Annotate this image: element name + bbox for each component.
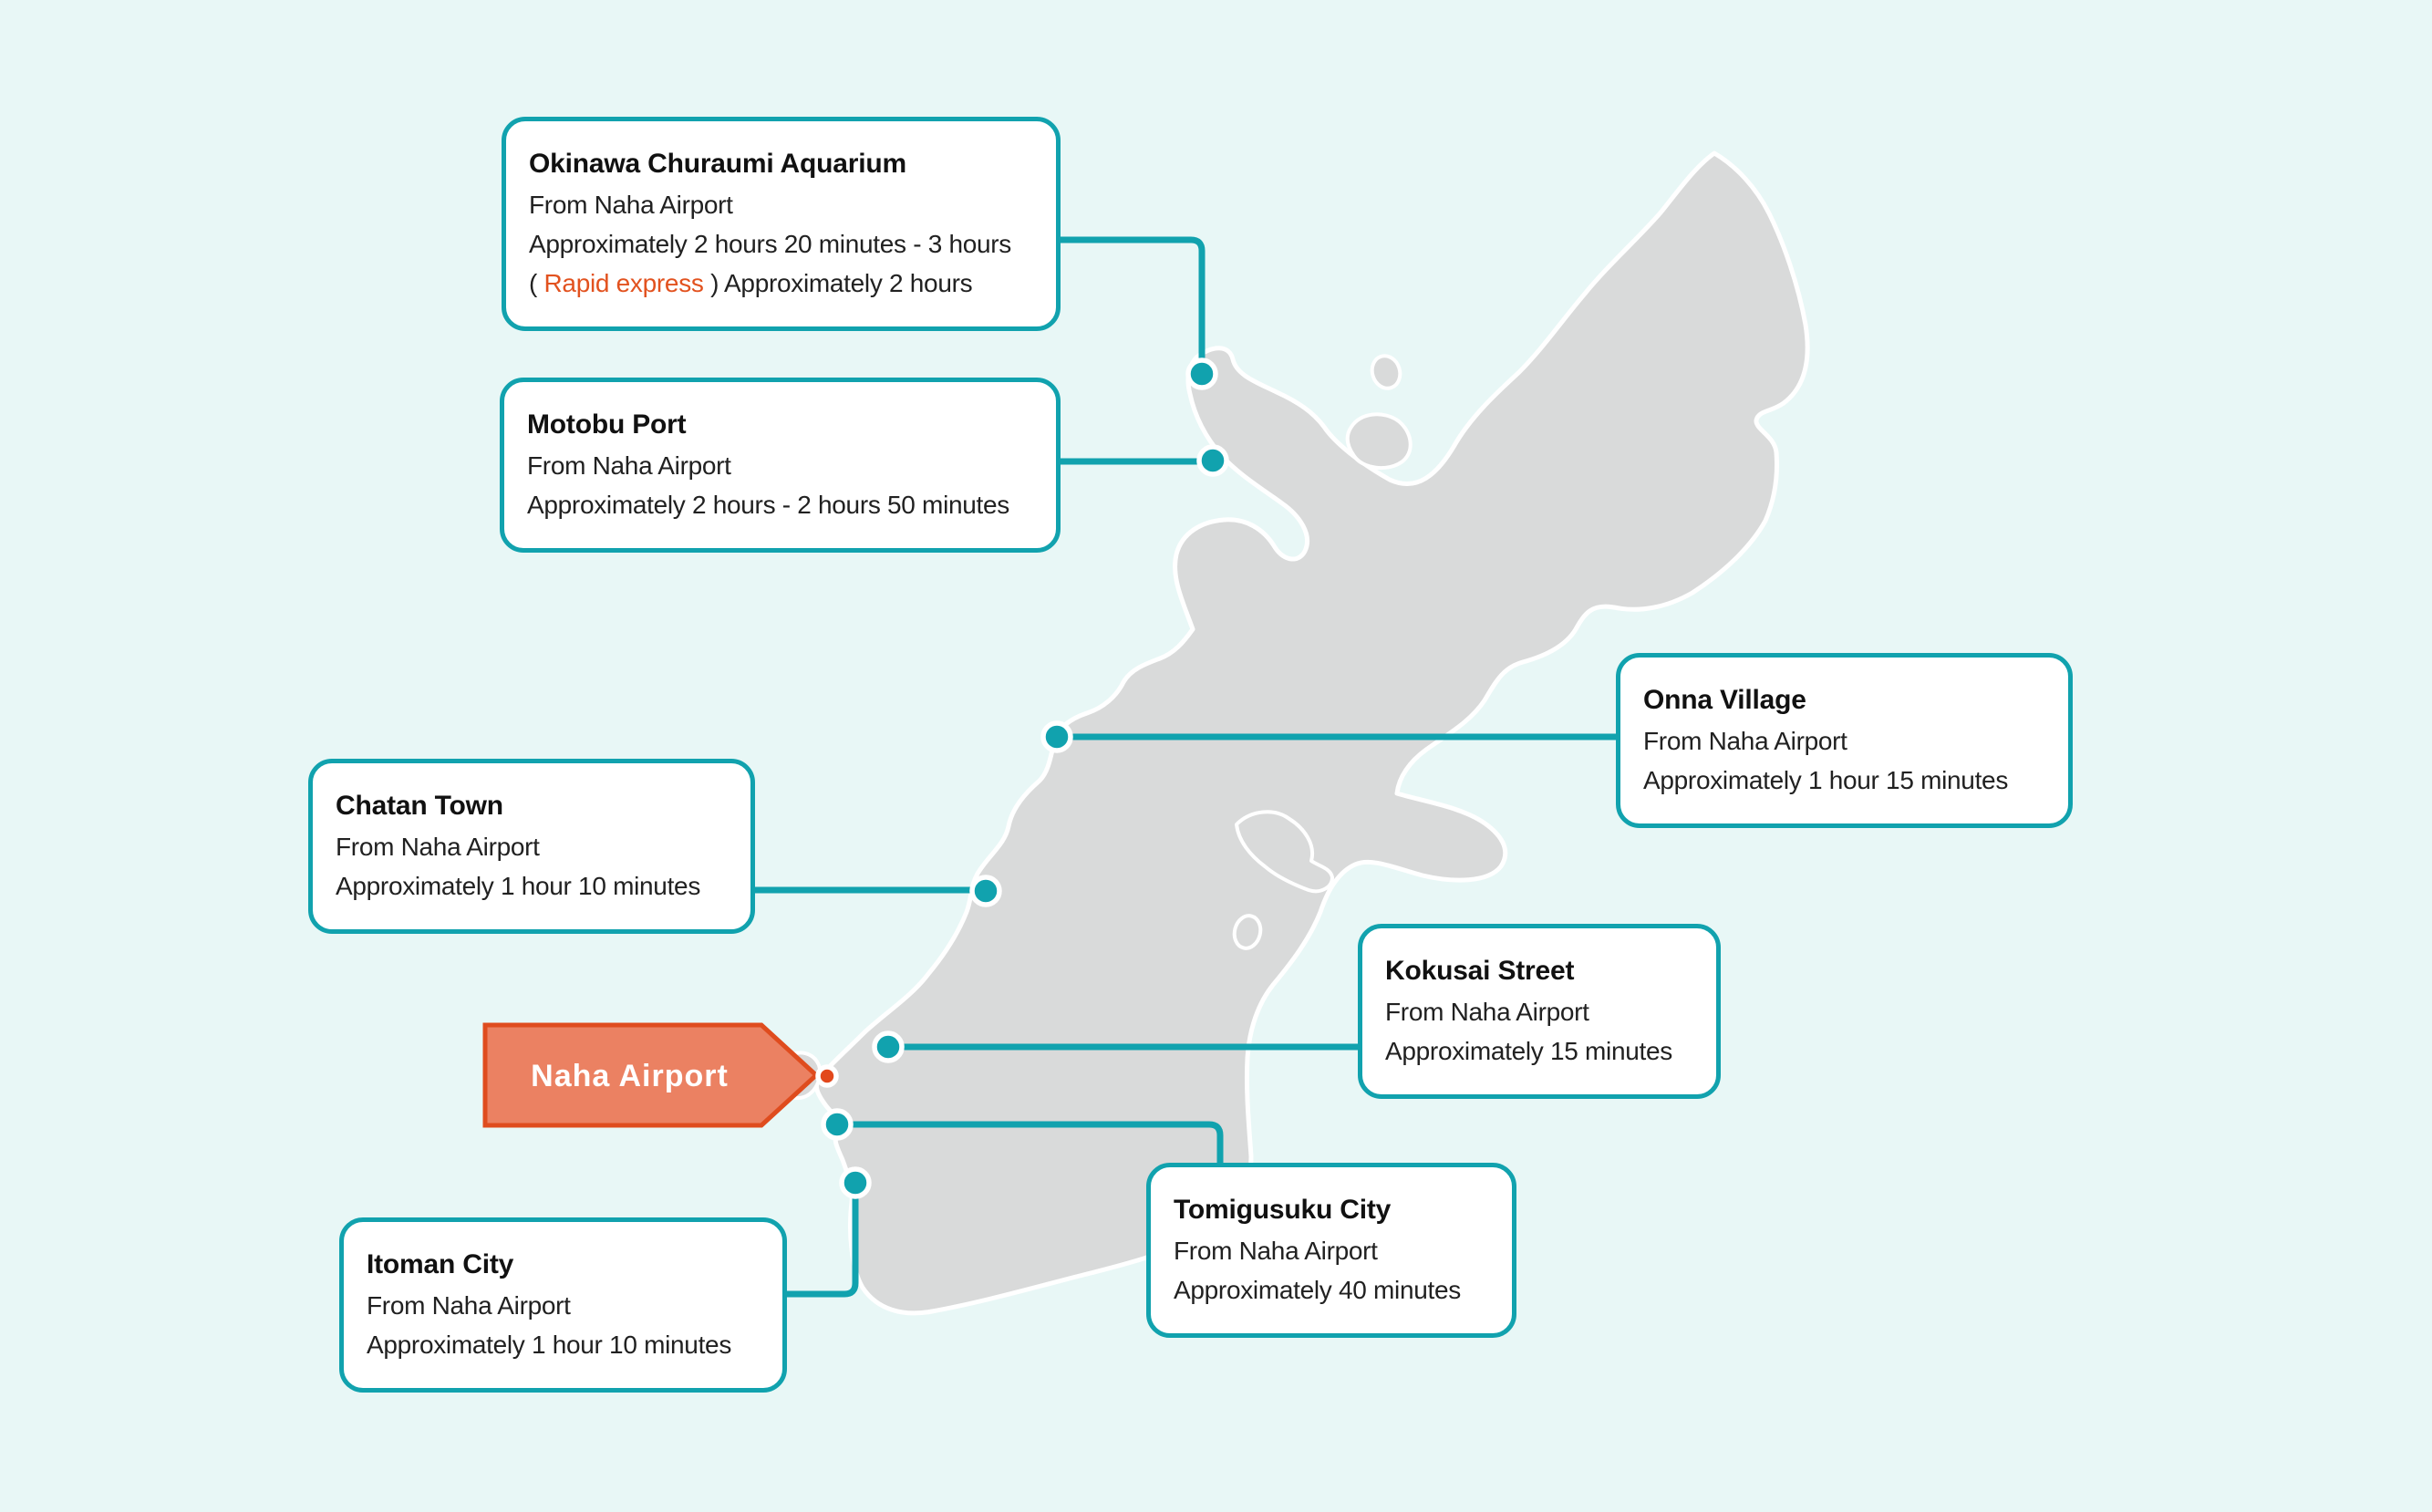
location-line: From Naha Airport <box>527 451 731 480</box>
location-title: Motobu Port <box>527 409 687 440</box>
kokusai-street-marker <box>872 1030 905 1063</box>
tomigusuku-city-marker <box>821 1108 854 1141</box>
location-title: Chatan Town <box>336 791 503 821</box>
location-line: Approximately 1 hour 15 minutes <box>1643 766 2009 794</box>
islet <box>1345 412 1413 471</box>
location-title: Tomigusuku City <box>1174 1195 1392 1225</box>
marker-layer <box>821 357 1229 1199</box>
naha-airport-marker <box>815 1064 839 1088</box>
location-line: Approximately 15 minutes <box>1385 1037 1672 1065</box>
location-line: Approximately 40 minutes <box>1174 1276 1461 1304</box>
location-title: Onna Village <box>1643 685 1806 715</box>
islet <box>1235 810 1334 894</box>
naha-airport-label: Naha Airport <box>531 1059 729 1093</box>
location-title: Kokusai Street <box>1385 956 1575 986</box>
location-line: From Naha Airport <box>1385 998 1589 1026</box>
location-title: Okinawa Churaumi Aquarium <box>529 149 906 179</box>
location-line: Approximately 2 hours - 2 hours 50 minut… <box>527 491 1009 519</box>
chatan-town-marker <box>969 875 1002 907</box>
tomigusuku-city-connector <box>833 1121 1224 1166</box>
islet <box>1370 354 1402 390</box>
naha-airport-arrow <box>482 1022 820 1128</box>
location-line: From Naha Airport <box>1643 727 1847 755</box>
connector-layer <box>751 236 1620 1298</box>
location-title: Itoman City <box>367 1249 514 1279</box>
churaumi-aquarium-connector <box>1057 236 1206 378</box>
churaumi-aquarium-marker <box>1185 357 1218 390</box>
highlight-text: Rapid express <box>543 269 704 297</box>
location-line: ( Rapid express ) Approximately 2 hours <box>529 269 973 297</box>
location-line: Approximately 1 hour 10 minutes <box>336 872 701 900</box>
itoman-city-connector <box>783 1179 859 1298</box>
location-line: From Naha Airport <box>529 191 733 219</box>
okinawa-island-shape <box>814 150 1810 1316</box>
location-line: From Naha Airport <box>336 833 540 861</box>
location-line: From Naha Airport <box>1174 1237 1378 1265</box>
naha-airport-tag: Naha Airport <box>482 1022 839 1128</box>
location-line: From Naha Airport <box>367 1291 571 1320</box>
location-line: Approximately 1 hour 10 minutes <box>367 1331 732 1359</box>
itoman-city-marker <box>839 1166 872 1199</box>
onna-village-marker <box>1040 720 1073 753</box>
motobu-port-marker <box>1196 444 1229 477</box>
islet <box>1232 914 1263 950</box>
islets <box>1232 354 1413 950</box>
location-line: Approximately 2 hours 20 minutes - 3 hou… <box>529 230 1011 258</box>
